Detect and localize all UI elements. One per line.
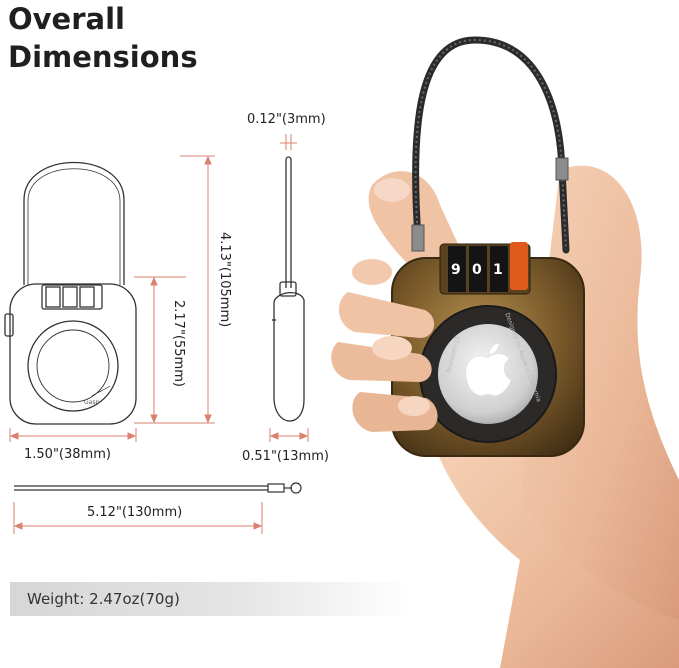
apple-logo-icon [465, 342, 512, 397]
side-view-drawing [272, 156, 305, 422]
weight-banner: Weight: 2.47oz(70g) [10, 582, 412, 616]
dimension-lines [9, 134, 309, 534]
body-width-label: 1.50"(38mm) [24, 447, 111, 462]
front-view-drawing [4, 162, 137, 425]
total-height-label: 4.13"(105mm) [217, 232, 232, 328]
cable-drawing [14, 482, 302, 494]
lock-dial-3: 1 [493, 262, 503, 278]
page-title: Overall Dimensions [8, 0, 198, 76]
title-line-2: Dimensions [8, 40, 198, 74]
body-height-label: 2.17"(55mm) [171, 300, 186, 387]
cable-length-label: 5.12"(130mm) [87, 505, 183, 520]
shackle-thickness-label: 0.12"(3mm) [247, 112, 326, 127]
lock-dial-2: 0 [472, 262, 482, 278]
weight-label: Weight: 2.47oz(70g) [27, 590, 180, 608]
body-depth-label: 0.51"(13mm) [242, 449, 329, 464]
svg-text:Gasp: Gasp [84, 399, 99, 406]
fingers [331, 259, 438, 432]
title-line-1: Overall [8, 2, 125, 36]
lock-dial-1: 9 [451, 262, 461, 278]
